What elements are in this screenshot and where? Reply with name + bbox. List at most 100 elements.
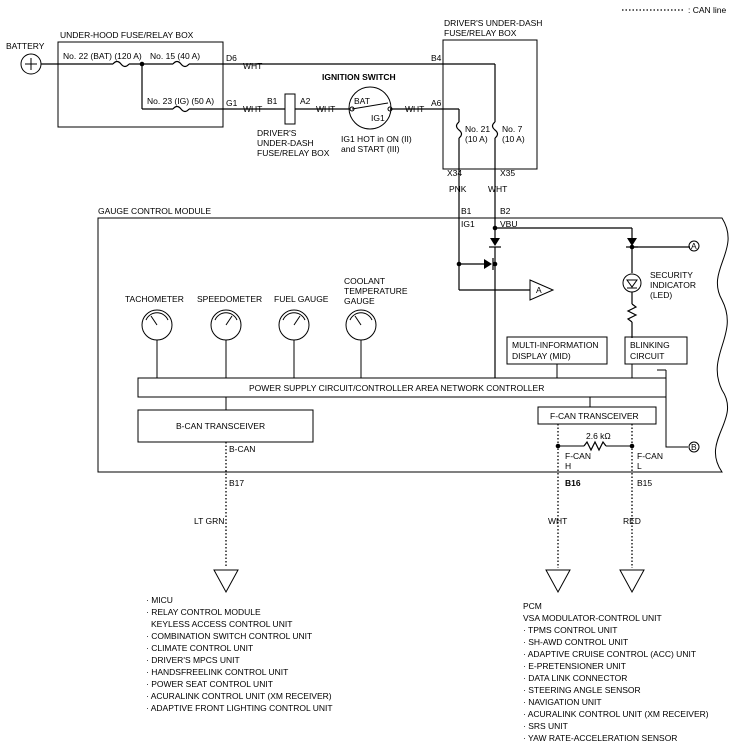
f-can-l-label-1: F-CAN: [637, 451, 663, 461]
list-item: · CLIMATE CONTROL UNIT: [146, 643, 253, 653]
wire-lt-grn: LT GRN: [194, 516, 224, 526]
pin-b17: B17: [229, 478, 244, 488]
driver-box-title-2: FUSE/RELAY BOX: [444, 28, 517, 38]
gcm-vbu: VBU: [500, 219, 517, 229]
ignition-ig1-terminal: IG1: [371, 113, 385, 123]
connector-a-triangle: [529, 279, 555, 301]
fuse-7-label-1: No. 7: [502, 124, 523, 134]
connector-a-ref-label: A: [691, 241, 697, 251]
fuse-23-label: No. 23 (IG) (50 A): [147, 96, 214, 106]
speedometer-icon: [210, 309, 242, 378]
relay-pin-b1: B1: [267, 96, 278, 106]
diode-led-supply-icon: [627, 238, 637, 246]
list-item: · ACURALINK CONTROL UNIT (XM RECEIVER): [146, 691, 332, 701]
security-led-icon: [622, 273, 642, 293]
fuse-15-label: No. 15 (40 A): [150, 51, 200, 61]
tachometer-icon: [141, 309, 173, 378]
list-item: · MICU: [146, 595, 173, 605]
pin-g1: G1: [226, 98, 238, 108]
gcm-ig1: IG1: [461, 219, 475, 229]
wire-wht-b16: WHT: [548, 516, 567, 526]
driver-under-dash-connector-box: [284, 93, 296, 125]
list-item: · COMBINATION SWITCH CONTROL UNIT: [146, 631, 312, 641]
security-indicator-label-1: SECURITY: [650, 270, 693, 280]
f-can-h-label-2: H: [565, 461, 571, 471]
under-hood-fuse-relay-box: [57, 41, 224, 128]
list-item: · POWER SEAT CONTROL UNIT: [146, 679, 273, 689]
pin-x35: X35: [500, 168, 515, 178]
connector-a-ref-icon: [688, 240, 700, 252]
fuse-21-icon: [455, 121, 463, 139]
fuse-22-icon: [112, 60, 130, 68]
wire-wht-x35: WHT: [488, 184, 507, 194]
wire-wht-g1: WHT: [243, 104, 262, 114]
power-supply-can-controller-label: POWER SUPPLY CIRCUIT/CONTROLLER AREA NET…: [249, 383, 544, 393]
termination-resistor-label: 2.6 kΩ: [586, 431, 611, 441]
diode-vbu-icon: [490, 238, 500, 246]
security-indicator-label-3: (LED): [650, 290, 672, 300]
relay-box-label-3: FUSE/RELAY BOX: [257, 148, 330, 158]
list-item: · YAW RATE-ACCELERATION SENSOR: [523, 733, 677, 743]
list-item: · SRS UNIT: [523, 721, 568, 731]
ignition-bat-terminal: BAT: [354, 96, 370, 106]
list-item: · SH-AWD CONTROL UNIT: [523, 637, 628, 647]
b-can-transceiver-label: B-CAN TRANSCEIVER: [176, 421, 265, 431]
ignition-switch-icon: [348, 86, 392, 130]
list-item: · E-PRETENSIONER UNIT: [523, 661, 626, 671]
ignition-note-1: IG1 HOT in ON (II): [341, 134, 412, 144]
termination-resistor-icon: [583, 440, 607, 452]
resistor-led-icon: [626, 303, 638, 323]
driver-under-dash-fuse-relay-box: [442, 39, 538, 170]
b-can-label: B-CAN: [229, 444, 255, 454]
connector-b-label: B: [691, 442, 697, 452]
b-can-unit-list: · MICU · RELAY CONTROL MODULE KEYLESS AC…: [146, 595, 333, 713]
list-item: · ADAPTIVE FRONT LIGHTING CONTROL UNIT: [146, 703, 333, 713]
fuse-7-label-2: (10 A): [502, 134, 525, 144]
fuse-21-label-1: No. 21: [465, 124, 490, 134]
security-indicator-label-2: INDICATOR: [650, 280, 696, 290]
list-item: · DATA LINK CONNECTOR: [523, 673, 627, 683]
battery-label: BATTERY: [6, 41, 45, 51]
list-item: · DRIVER'S MPCS UNIT: [146, 655, 240, 665]
list-item: VSA MODULATOR-CONTROL UNIT: [523, 613, 662, 623]
list-item: · ADAPTIVE CRUISE CONTROL (ACC) UNIT: [523, 649, 696, 659]
fuse-22-label: No. 22 (BAT) (120 A): [63, 51, 142, 61]
connector-a-label: A: [536, 285, 542, 295]
pin-b4: B4: [431, 53, 442, 63]
driver-box-title-1: DRIVER'S UNDER-DASH: [444, 18, 542, 28]
f-can-transceiver-label: F-CAN TRANSCEIVER: [550, 411, 639, 421]
f-can-transceiver-box: [537, 406, 657, 425]
pin-d6: D6: [226, 53, 237, 63]
coolant-gauge-label-3: GAUGE: [344, 296, 375, 306]
pin-x34: X34: [447, 168, 462, 178]
tachometer-label: TACHOMETER: [125, 294, 184, 304]
pin-a6: A6: [431, 98, 442, 108]
relay-box-label-1: DRIVER'S: [257, 128, 297, 138]
wire-wht-a2: WHT: [316, 104, 335, 114]
list-item: · HANDSFREELINK CONTROL UNIT: [146, 667, 288, 677]
fuse-21-label-2: (10 A): [465, 134, 488, 144]
gcm-pin-b2: B2: [500, 206, 511, 216]
f-can-l-label-2: L: [637, 461, 642, 471]
wire-wht-top: WHT: [243, 61, 262, 71]
fuel-gauge-icon: [278, 309, 310, 378]
blinking-circuit-label-1: BLINKING: [630, 340, 670, 350]
fuse-7-icon: [491, 121, 499, 139]
pin-b16: B16: [565, 478, 581, 488]
mid-label-1: MULTI-INFORMATION: [512, 340, 599, 350]
ignition-switch-title: IGNITION SWITCH: [322, 72, 396, 82]
list-item: · STEERING ANGLE SENSOR: [523, 685, 641, 695]
relay-pin-a2: A2: [300, 96, 311, 106]
blinking-circuit-label-2: CIRCUIT: [630, 351, 664, 361]
battery-icon: [20, 53, 42, 75]
f-can-h-label-1: F-CAN: [565, 451, 591, 461]
fuel-gauge-label: FUEL GAUGE: [274, 294, 329, 304]
can-line-legend-label: : CAN line: [688, 5, 727, 15]
diode-ig1-icon: [484, 259, 492, 269]
list-item: · ACURALINK CONTROL UNIT (XM RECEIVER): [523, 709, 709, 719]
under-hood-box-title: UNDER-HOOD FUSE/RELAY BOX: [60, 30, 194, 40]
fuse-23-icon: [172, 105, 190, 113]
fuse-15-icon: [172, 60, 190, 68]
coolant-gauge-label-1: COOLANT: [344, 276, 385, 286]
